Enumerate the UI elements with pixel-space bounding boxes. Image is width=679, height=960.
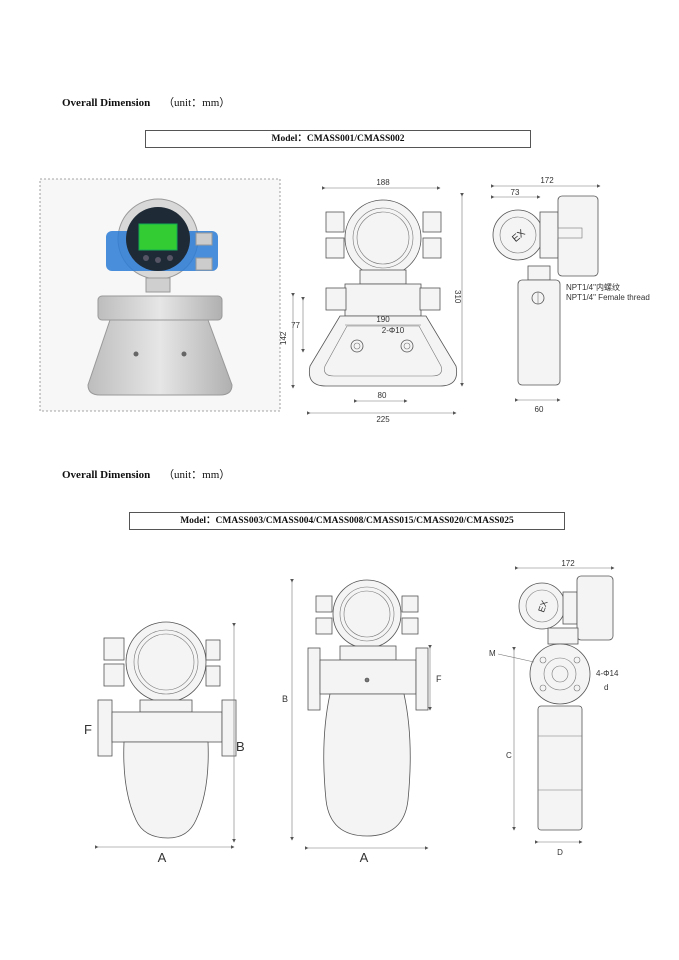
dim-190: 190 [376,315,390,324]
section1-title: Overall Dimension [62,97,151,109]
section2-heading: Overall Dimension （unit：mm） [62,466,230,482]
dim-D: D [557,848,563,857]
thread-label-cn: NPT1/4"内螺纹 [566,282,620,292]
dim-C: C [506,751,512,760]
dim-172-2: 172 [561,559,575,568]
ex-mark-2: EX [536,599,550,614]
dim-73: 73 [511,188,520,197]
thread-label-en: NPT1/4" Female thread [566,293,650,302]
front-view-2b: B F A [282,579,442,865]
front-view-2a: F B A [84,621,245,865]
dim-225: 225 [376,415,390,424]
dim-2phi10: 2-Φ10 [382,326,405,335]
dim-d: d [604,683,608,692]
dim-A-1: A [158,850,167,865]
dim-80: 80 [378,391,387,400]
dim-4phi14: 4-Φ14 [596,669,619,678]
section2-unit: （unit：mm） [163,469,231,481]
dim-M: M [489,649,496,658]
side-view-2: 172 EX M 4-Φ14 d C D [489,559,619,857]
side-view-1: 172 73 EX NPT1/4"内螺纹 NPT1/4" Female thre… [491,176,650,414]
section1-unit: （unit：mm） [163,97,231,109]
dim-B-1: B [236,739,245,754]
dim-188: 188 [376,178,390,187]
product-photo [39,178,281,412]
dim-172-1: 172 [540,176,554,185]
section2-model-box: Model：CMASS003/CMASS004/CMASS008/CMASS01… [129,512,565,530]
dim-F-2: F [436,674,442,684]
dim-F-1: F [84,722,92,737]
section2-title: Overall Dimension [62,469,151,481]
dim-142: 142 [279,331,288,345]
section1-model-box: Model：CMASS001/CMASS002 [145,130,531,148]
dim-B-2: B [282,694,288,704]
dim-77: 77 [291,321,300,330]
dim-310: 310 [453,290,462,304]
front-view-1: 188 2-Φ10 190 80 225 310 77 142 [279,178,464,424]
lcd-display [138,223,178,251]
dim-A-2: A [360,850,369,865]
section1-heading: Overall Dimension （unit：mm） [62,94,230,110]
dim-60: 60 [535,405,544,414]
